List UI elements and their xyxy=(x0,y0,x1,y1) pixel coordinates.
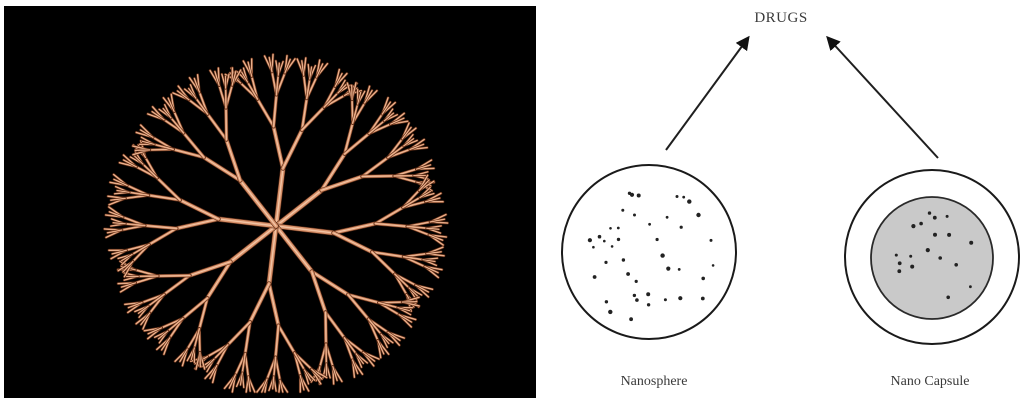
drug-dot xyxy=(633,294,636,297)
drug-dot xyxy=(666,216,669,219)
drug-dot xyxy=(701,277,705,281)
drug-dot xyxy=(676,195,679,198)
drug-carrier-diagram: DRUGS Nanosphere Nano Capsule xyxy=(562,10,1019,389)
drug-dot xyxy=(909,255,912,258)
drug-dot xyxy=(938,256,942,260)
drug-dot xyxy=(969,285,972,288)
drug-dot xyxy=(609,227,612,230)
drug-dot xyxy=(622,258,625,261)
drug-dot xyxy=(647,303,650,306)
drug-dot xyxy=(701,297,705,301)
nanosphere xyxy=(562,165,736,339)
drug-dot xyxy=(710,239,713,242)
drug-dot xyxy=(660,253,664,257)
nanocapsule xyxy=(845,170,1019,344)
nanocapsule-core xyxy=(871,197,993,319)
drug-dot xyxy=(593,275,597,279)
drug-dot xyxy=(926,248,930,252)
drug-dot xyxy=(664,298,667,301)
drug-dot xyxy=(954,263,958,267)
drug-dot xyxy=(666,267,670,271)
drug-dot xyxy=(611,245,614,248)
nanosphere-label: Nanosphere xyxy=(621,374,688,389)
drug-dot xyxy=(678,296,682,300)
drug-dot xyxy=(605,300,608,303)
drug-dot xyxy=(933,216,937,220)
drug-dot xyxy=(696,213,700,217)
drug-dot xyxy=(712,264,715,267)
drug-dot xyxy=(911,224,915,228)
nanosphere-arrow xyxy=(666,38,748,150)
nanocapsule-arrow xyxy=(828,38,938,158)
drug-dot xyxy=(630,193,634,197)
drug-dot xyxy=(946,296,950,300)
drug-dot xyxy=(898,261,902,265)
drug-dot xyxy=(592,246,595,249)
drugs-label: DRUGS xyxy=(754,10,807,26)
drug-dot xyxy=(678,268,681,271)
drug-dot xyxy=(633,214,636,217)
drug-dot xyxy=(635,280,638,283)
drug-dot xyxy=(621,209,624,212)
drug-dot xyxy=(648,223,651,226)
drug-dot xyxy=(598,235,602,239)
drug-dot xyxy=(946,215,949,218)
drug-dot xyxy=(947,233,951,237)
drug-dot xyxy=(687,199,691,203)
drug-dot xyxy=(919,222,923,226)
drug-dot xyxy=(969,241,973,245)
nanocapsule-label: Nano Capsule xyxy=(891,374,970,389)
drug-dot xyxy=(895,254,898,257)
drug-dot xyxy=(897,269,901,273)
drug-dot xyxy=(680,226,683,229)
drug-dot xyxy=(608,310,612,314)
drug-dot xyxy=(928,211,931,214)
drug-dot xyxy=(617,238,620,241)
drug-dot xyxy=(933,233,937,237)
nanosphere-circle xyxy=(562,165,736,339)
drug-dot xyxy=(682,196,685,199)
drug-dot xyxy=(646,292,650,296)
drug-dot xyxy=(629,317,633,321)
drug-dot xyxy=(617,227,620,230)
drug-dot xyxy=(910,265,914,269)
drug-dot xyxy=(603,240,606,243)
drug-dot xyxy=(656,238,659,241)
drug-dot xyxy=(604,261,607,264)
drug-dot xyxy=(635,298,639,302)
drug-dot xyxy=(637,194,641,198)
drug-dot xyxy=(588,238,592,242)
drug-dot xyxy=(626,272,630,276)
dendrimer-image xyxy=(4,6,536,398)
